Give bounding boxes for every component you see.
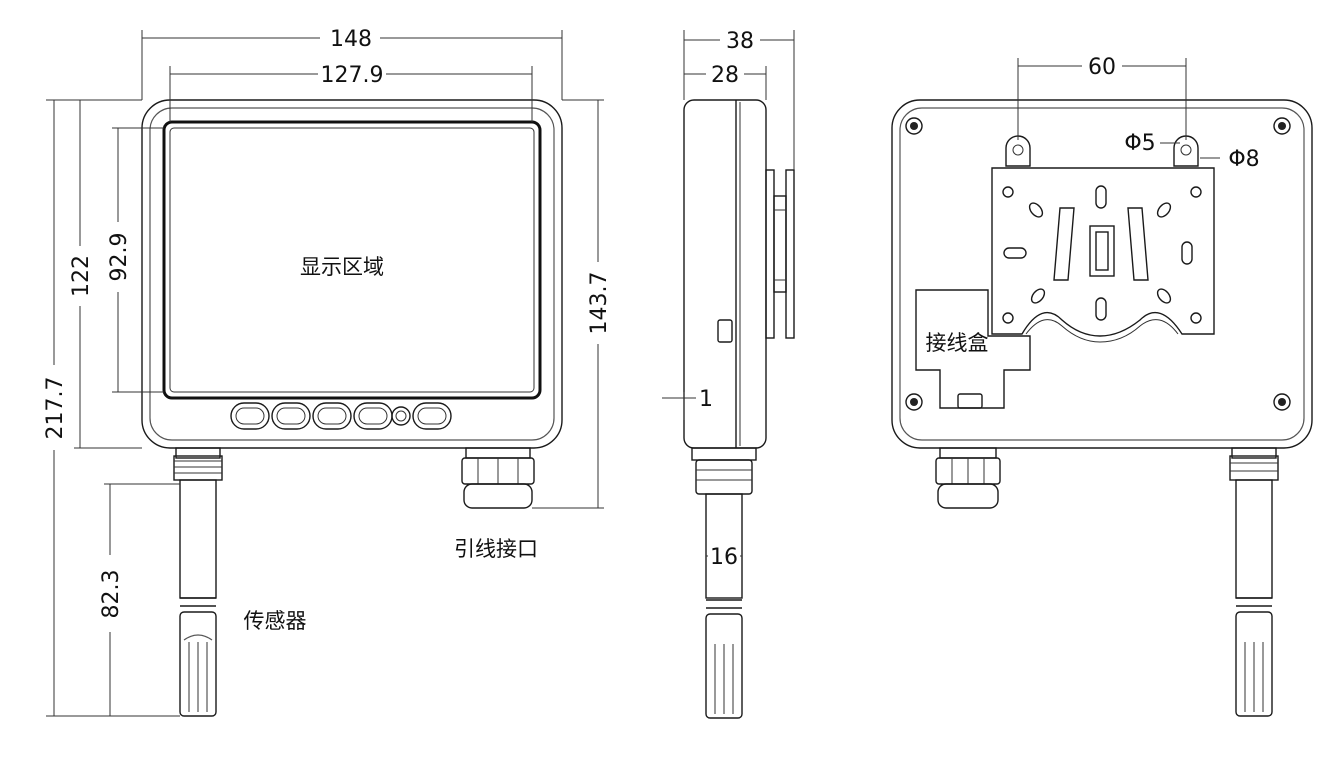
label-cable-port: 引线接口 [454, 537, 538, 561]
back-body [891, 99, 1313, 449]
dim-body-depth: 28 [711, 63, 739, 88]
front-button-5 [412, 402, 452, 430]
back-screw-tr [1273, 117, 1291, 135]
dim-sensor-length: 82.3 [99, 570, 124, 619]
front-button-4 [353, 402, 393, 430]
dim-bezel: 1 [699, 387, 713, 412]
front-button-3 [312, 402, 352, 430]
side-body [683, 99, 767, 449]
dim-total-depth: 38 [726, 29, 754, 54]
front-screen-frame [162, 120, 542, 400]
dim-screen-width: 127.9 [321, 63, 384, 88]
dim-sensor-diameter: 16 [710, 545, 738, 570]
front-buttons [230, 402, 452, 430]
back-view: 60 Φ5 Φ8 接线盒 [891, 55, 1313, 717]
back-screw-bl [905, 393, 923, 411]
front-view: 148 127.9 217.7 122 92.9 82.3 [43, 27, 612, 717]
front-sensor [173, 447, 223, 717]
dim-height-with-gland: 143.7 [587, 272, 612, 335]
dim-hole-spacing: 60 [1088, 55, 1116, 80]
back-junction-box [915, 289, 1031, 409]
dim-body-height: 122 [69, 255, 94, 297]
back-keyholes [1005, 135, 1199, 167]
back-screw-tl [905, 117, 923, 135]
dim-hole-small: Φ5 [1124, 131, 1155, 156]
side-bracket [765, 169, 775, 339]
side-port [717, 319, 733, 343]
front-body-inner [149, 107, 555, 441]
label-sensor: 传感器 [244, 609, 307, 633]
front-body-outline [141, 99, 563, 449]
dim-hole-large: Φ8 [1228, 147, 1259, 172]
label-junction-box: 接线盒 [926, 331, 989, 355]
front-screen [169, 127, 535, 393]
back-screw-br [1273, 393, 1291, 411]
front-cable-gland [461, 447, 535, 509]
front-button-1 [230, 402, 270, 430]
front-button-2 [271, 402, 311, 430]
dim-total-width: 148 [330, 27, 372, 52]
front-indicator-led [391, 406, 411, 426]
dim-screen-height: 92.9 [107, 233, 132, 282]
dim-total-height: 217.7 [43, 377, 68, 440]
side-view: 38 28 1 16 [662, 29, 795, 719]
label-display-area: 显示区域 [300, 255, 384, 279]
back-mounting-plate [991, 167, 1215, 337]
